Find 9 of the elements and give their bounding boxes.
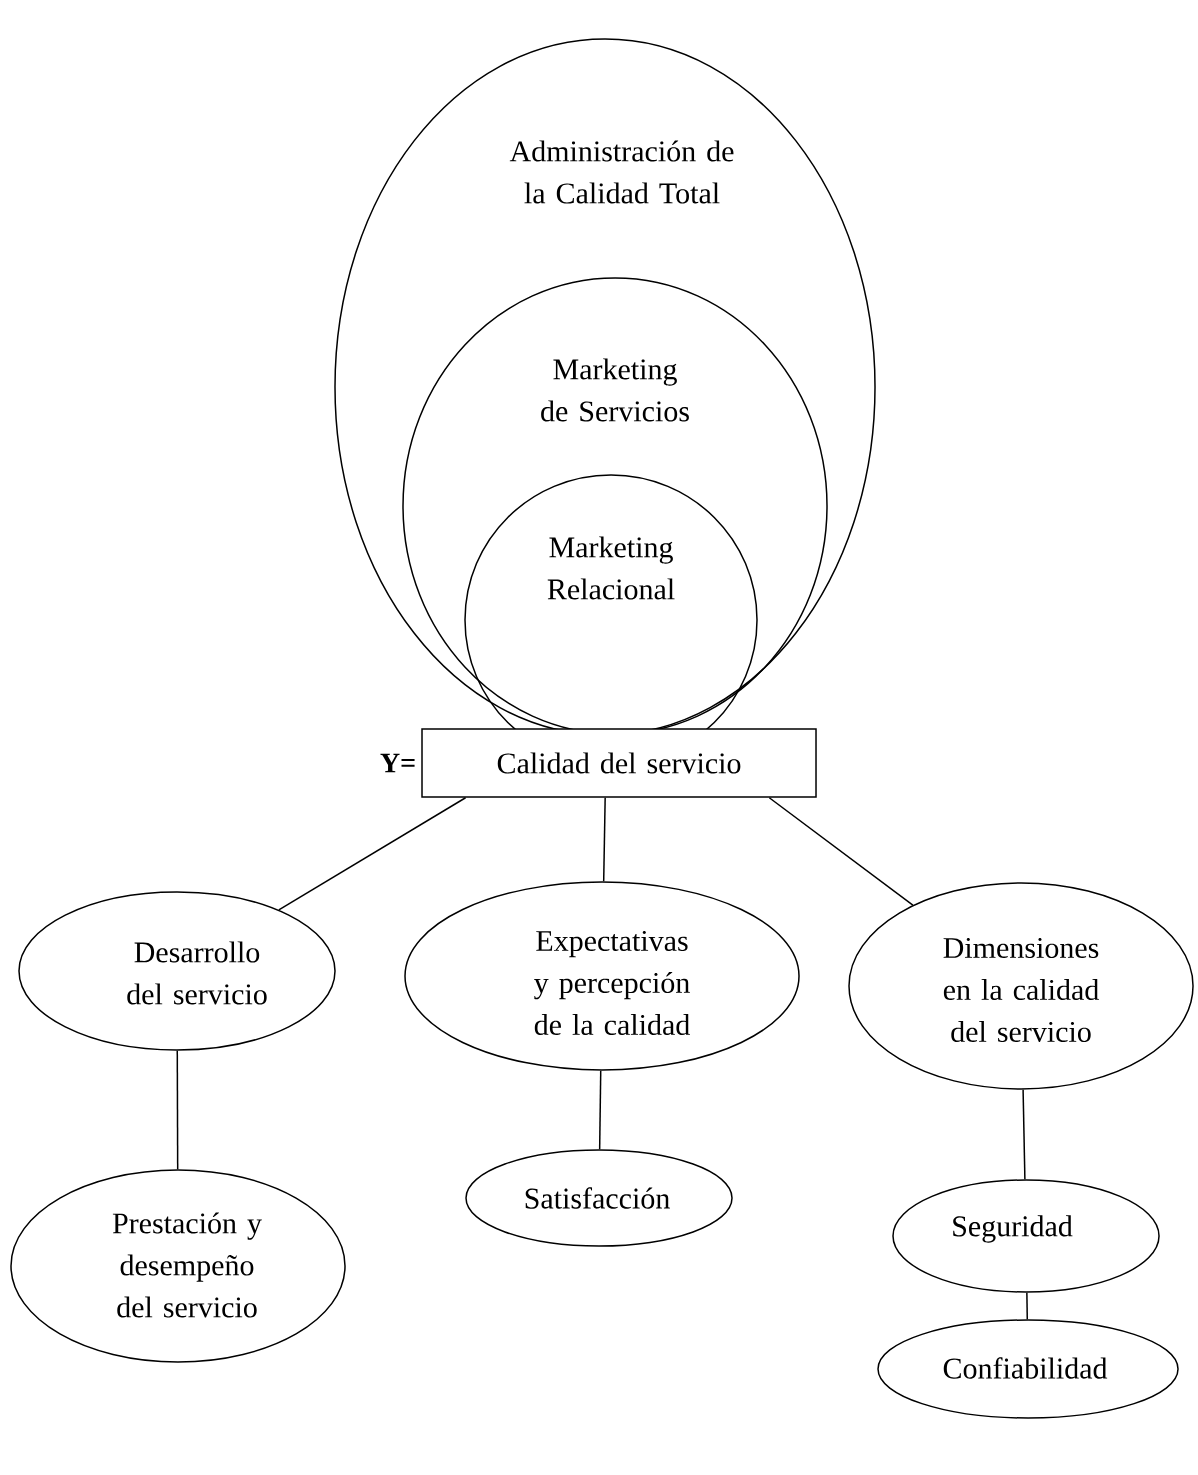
connector-line xyxy=(598,1070,602,1150)
process-box: Calidad del servicio xyxy=(421,728,817,798)
connector-line xyxy=(176,1050,179,1170)
connector-line xyxy=(602,797,606,882)
connector-line xyxy=(1026,1292,1028,1320)
connector-line xyxy=(1022,1089,1026,1180)
side-label: Y= xyxy=(380,753,415,773)
connector-line xyxy=(768,797,914,906)
connector-line xyxy=(278,797,467,911)
